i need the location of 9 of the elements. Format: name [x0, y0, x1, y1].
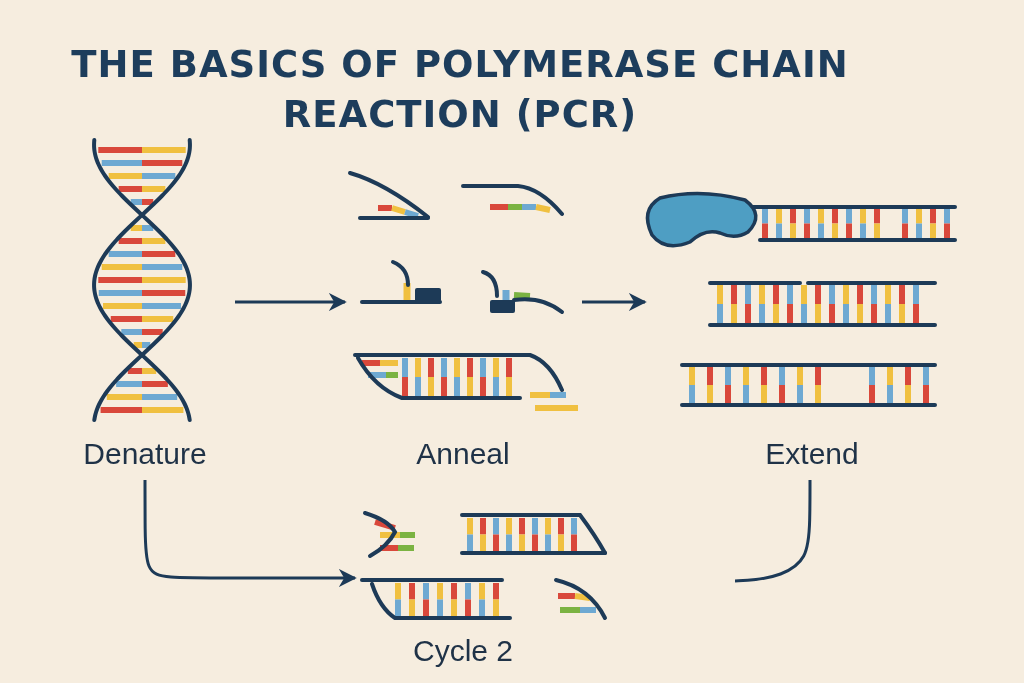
step-label: Denature: [83, 436, 207, 472]
arrow: [235, 293, 347, 311]
curved-arrow: [143, 480, 357, 587]
title: THE BASICS OF POLYMERASE CHAIN REACTION (PCR): [70, 42, 850, 138]
step-label: Extend: [765, 436, 859, 472]
arrow: [582, 293, 647, 311]
step-label: Anneal: [416, 436, 510, 472]
step-label: Cycle 2: [413, 633, 513, 669]
connector-line: [733, 480, 812, 583]
